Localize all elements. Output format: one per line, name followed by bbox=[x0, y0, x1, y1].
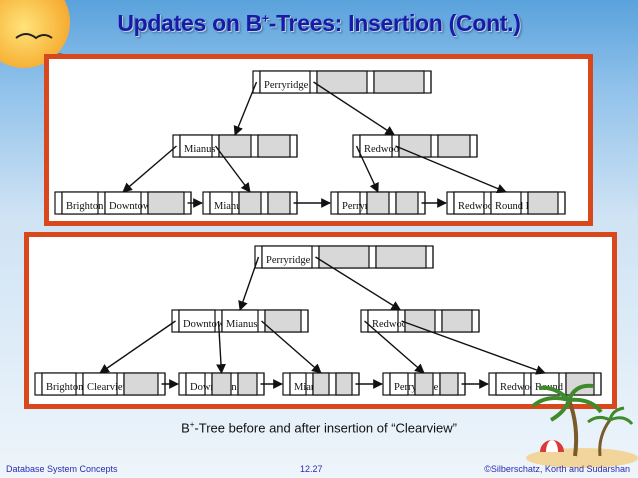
node-key: Redwood bbox=[458, 201, 499, 212]
tree-pointer-arrow bbox=[233, 81, 258, 136]
footer-page-number: 12.27 bbox=[300, 464, 323, 474]
node-key: Redwood bbox=[364, 144, 405, 155]
leaf-node: Perryridge bbox=[330, 191, 426, 215]
root-node: Perryridge bbox=[252, 70, 432, 94]
figure-caption: B+-Tree before and after insertion of “C… bbox=[181, 420, 457, 436]
root-node: Perryridge bbox=[254, 245, 434, 269]
tree-pointer-arrow bbox=[401, 320, 546, 375]
tree-pointer-arrow bbox=[214, 145, 251, 193]
node-key: Brighton bbox=[66, 201, 104, 212]
internal-node: Mianus bbox=[172, 134, 298, 158]
leaf-node: Brighton Downtown bbox=[54, 191, 192, 215]
node-key: Redwood bbox=[372, 319, 413, 330]
node-key: Brighton bbox=[46, 382, 84, 393]
tree-pointer-arrow bbox=[99, 320, 176, 374]
beach-island-decoration bbox=[526, 383, 638, 468]
tree-pointer-arrow bbox=[364, 320, 425, 374]
tree-pointer-arrow bbox=[313, 81, 396, 136]
node-key: Downtown bbox=[109, 201, 156, 212]
tree-pointer-arrow bbox=[355, 145, 379, 193]
node-key: Mianus bbox=[184, 144, 216, 155]
node-key: Mianus bbox=[226, 319, 258, 330]
tree-pointer-arrow bbox=[122, 145, 177, 193]
internal-node: Redwood bbox=[352, 134, 478, 158]
node-key: Downtown bbox=[183, 319, 230, 330]
leaf-node: Mianus bbox=[202, 191, 298, 215]
tree-pointer-arrow bbox=[216, 320, 226, 374]
footer-copyright: ©Silberschatz, Korth and Sudarshan bbox=[484, 464, 630, 474]
footer-course: Database System Concepts bbox=[6, 464, 118, 474]
node-key: Redwood bbox=[500, 382, 541, 393]
tree-pointer-arrow bbox=[261, 320, 322, 374]
leaf-node: Mianus bbox=[282, 372, 360, 396]
node-key: Mianus bbox=[294, 382, 326, 393]
tree-pointer-arrow bbox=[315, 256, 402, 311]
leaf-node: Downtown bbox=[178, 372, 265, 396]
node-key: Round Hill bbox=[495, 201, 542, 212]
node-key: Clearview bbox=[87, 382, 131, 393]
tree-pointer-arrow bbox=[238, 256, 260, 311]
tree-pointer-arrow bbox=[395, 145, 507, 194]
node-key: Perryridge bbox=[342, 201, 387, 212]
slide-title: Updates on B+-Trees: Insertion (Cont.) bbox=[117, 10, 521, 36]
node-key: Perryridge bbox=[266, 255, 311, 266]
node-key: Mianus bbox=[214, 201, 246, 212]
internal-node: Redwood bbox=[360, 309, 480, 333]
leaf-node: Perryridge bbox=[382, 372, 466, 396]
node-key: Round Hill bbox=[535, 382, 582, 393]
node-key: Perryridge bbox=[264, 80, 309, 91]
